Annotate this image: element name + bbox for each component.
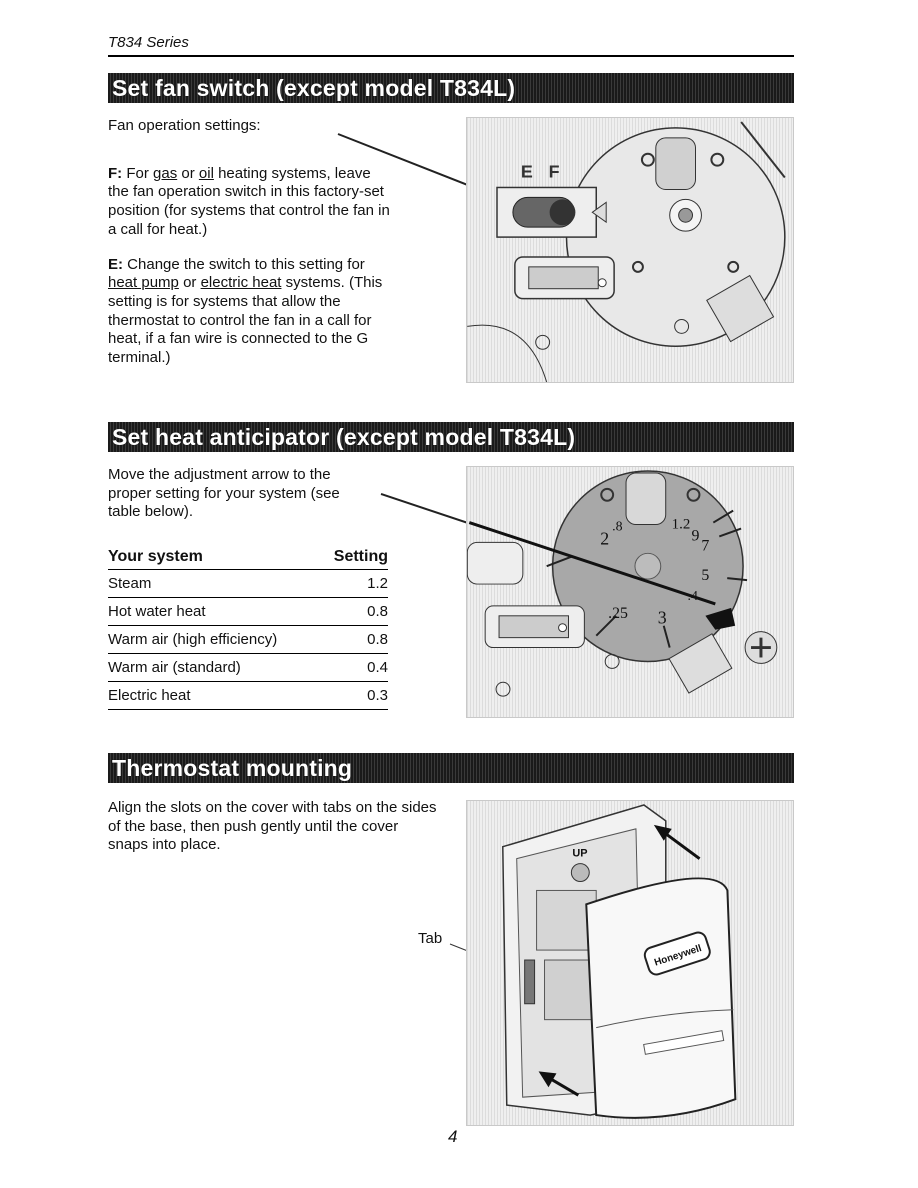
row-setting: 0.4 [320, 653, 388, 682]
row-setting: 0.8 [320, 597, 388, 626]
row-setting: 0.3 [320, 681, 388, 710]
section-title-anticipator: Set heat anticipator (except model T834L… [108, 422, 794, 452]
table-header-row: Your system Setting [108, 548, 388, 570]
table-row: Steam 1.2 [108, 569, 388, 598]
table-row: Warm air (standard) 0.4 [108, 653, 388, 682]
up-label: UP [572, 848, 587, 860]
fan-f-position-label: F [549, 162, 560, 182]
e-label: E: [108, 255, 123, 273]
anticipator-intro: Move the adjustment arrow to the proper … [108, 466, 340, 521]
electric-heat-link: electric heat [200, 274, 282, 292]
fan-e-position-label: E [521, 162, 533, 182]
thermostat-mounting-illustration: UP Honeywell [502, 804, 737, 1119]
row-setting: 0.8 [320, 625, 388, 654]
dial-label-2: 2 [600, 528, 609, 548]
gas-link: gas [153, 164, 178, 182]
dial-label-08: .8 [612, 519, 622, 534]
row-system: Hot water heat [108, 597, 321, 626]
fan-e-paragraph: E: Change the switch to this setting for… [108, 256, 393, 368]
section-title-fan: Set fan switch (except model T834L) [108, 73, 794, 103]
anticipator-dial-illustration: 2 .8 1.2 9 7 5 .4 3 .25 [467, 470, 778, 697]
fan-text-block: Fan operation settings: F: For gas or oi… [108, 117, 393, 384]
mounting-figure: UP Honeywell [466, 800, 794, 1126]
tab-callout-label: Tab [418, 930, 443, 947]
page-number: 4 [448, 1127, 458, 1146]
e-text-1: Change the switch to this setting for [127, 255, 365, 273]
dial-label-9: 9 [692, 527, 700, 544]
fan-switch-illustration: E F [467, 121, 786, 382]
section-title-mounting: Thermostat mounting [108, 753, 794, 783]
section-title-anticipator-text: Set heat anticipator (except model T834L… [112, 424, 576, 450]
table-row: Warm air (high efficiency) 0.8 [108, 625, 388, 654]
row-system: Electric heat [108, 681, 321, 710]
row-system: Warm air (standard) [108, 653, 321, 682]
table-row: Hot water heat 0.8 [108, 597, 388, 626]
f-text-2: heating systems, leave the fan operation… [108, 164, 390, 238]
f-label: F: [108, 164, 123, 182]
dial-label-5: 5 [701, 567, 709, 584]
anticipator-settings-table: Your system Setting Steam 1.2 Hot water … [108, 548, 388, 710]
oil-link: oil [198, 164, 214, 182]
fan-switch-figure: E F [466, 117, 794, 383]
col-header-system: Your system [108, 548, 321, 570]
row-system: Steam [108, 569, 321, 598]
e-or: or [183, 274, 197, 292]
f-text-1: For [126, 164, 149, 182]
heat-pump-link: heat pump [108, 274, 179, 292]
dial-label-025: .25 [608, 605, 628, 622]
dial-label-12: 1.2 [672, 517, 691, 533]
e-text-2: systems. (This setting is for systems th… [108, 274, 383, 367]
col-header-setting: Setting [320, 548, 388, 570]
dial-label-7: 7 [701, 537, 709, 554]
dial-label-3: 3 [658, 608, 667, 628]
row-setting: 1.2 [320, 569, 388, 598]
anticipator-figure: 2 .8 1.2 9 7 5 .4 3 .25 [466, 466, 794, 718]
fan-f-paragraph: F: For gas or oil heating systems, leave… [108, 165, 393, 240]
section-title-fan-text: Set fan switch (except model T834L) [112, 75, 516, 101]
row-system: Warm air (high efficiency) [108, 625, 321, 654]
honeywell-logo: Honeywell [643, 931, 711, 976]
fan-intro: Fan operation settings: [108, 117, 261, 134]
running-head: T834 Series [108, 34, 189, 51]
f-or: or [181, 164, 195, 182]
mounting-intro: Align the slots on the cover with tabs o… [108, 799, 437, 854]
section-title-mounting-text: Thermostat mounting [112, 755, 353, 781]
table-row: Electric heat 0.3 [108, 681, 388, 710]
header-rule [108, 55, 794, 57]
